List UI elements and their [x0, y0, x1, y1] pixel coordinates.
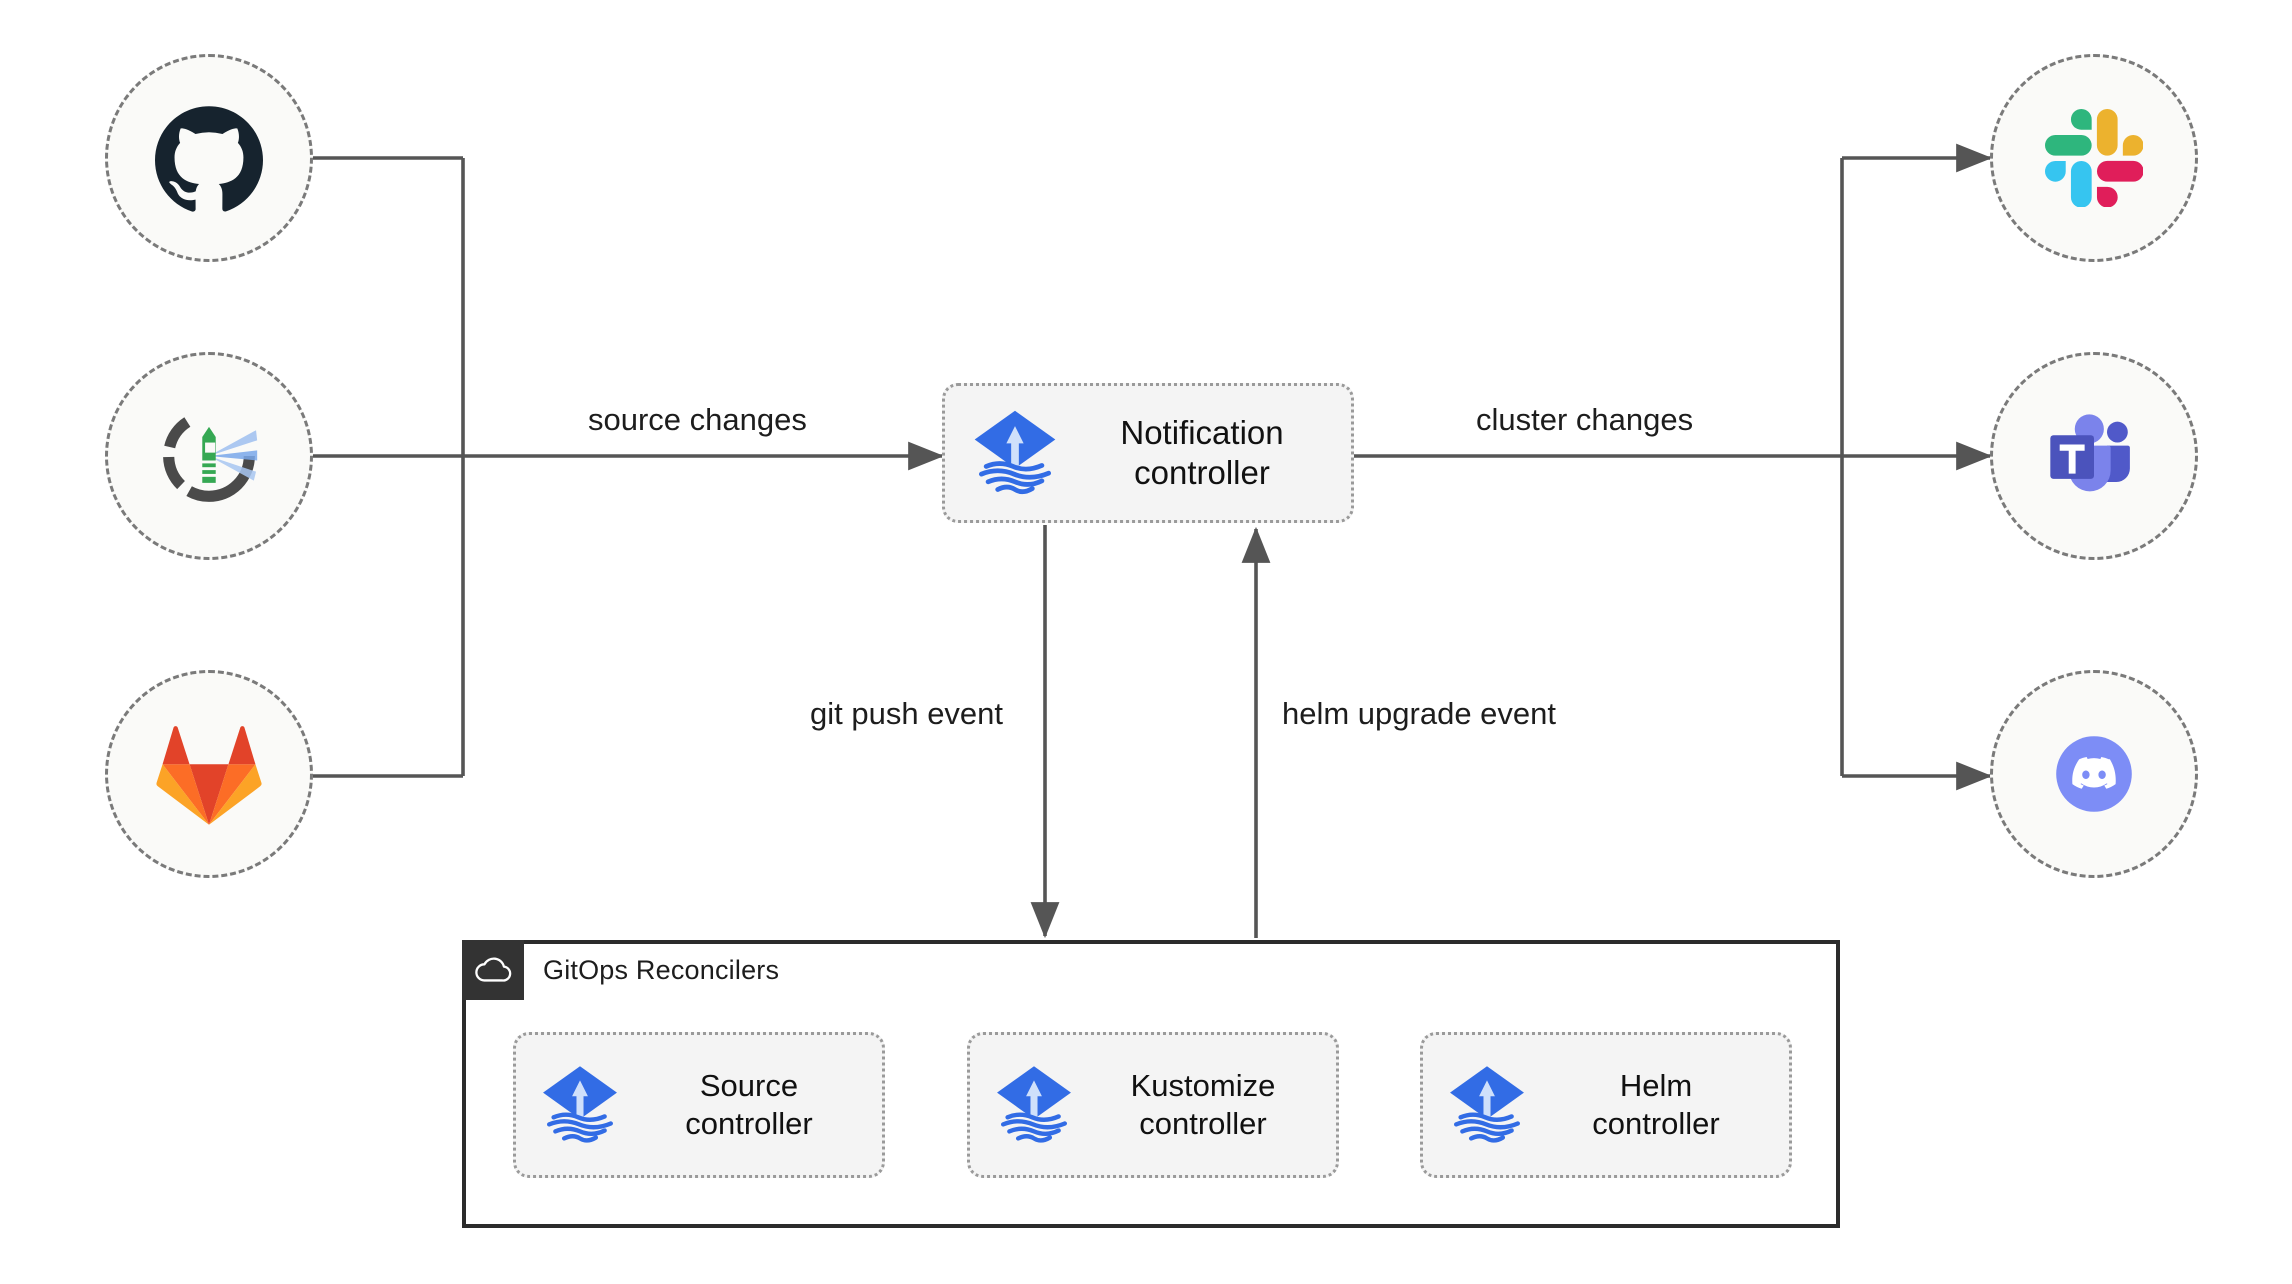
gitlab-icon: [155, 720, 263, 828]
gitops-reconcilers-header: GitOps Reconcilers: [462, 940, 779, 1000]
edge-label-helm-upgrade-event: helm upgrade event: [1272, 694, 1567, 734]
notification-controller-box[interactable]: Notification controller: [942, 383, 1354, 523]
cloud-icon: [462, 940, 524, 1000]
kustomize-controller-label: Kustomize controller: [1130, 1068, 1276, 1141]
github-icon: [155, 104, 263, 212]
kustomize-controller-box[interactable]: Kustomize controller: [967, 1032, 1339, 1178]
edge-label-git-push-event: git push event: [800, 694, 1014, 734]
flux-icon: [1443, 1061, 1531, 1149]
source-node-github[interactable]: [105, 54, 313, 262]
discord-icon: [2040, 720, 2148, 828]
teams-icon: [2042, 404, 2146, 508]
slack-icon: [2045, 109, 2143, 207]
source-node-gitea[interactable]: [105, 352, 313, 560]
edge-sources-to-notification: [313, 156, 945, 778]
source-controller-box[interactable]: Source controller: [513, 1032, 885, 1178]
lighthouse-icon: [153, 400, 265, 512]
destination-node-teams[interactable]: [1990, 352, 2198, 560]
source-controller-label: Source controller: [685, 1068, 813, 1141]
flux-icon: [536, 1061, 624, 1149]
edge-notification-to-destinations: [1354, 143, 1993, 791]
helm-controller-box[interactable]: Helm controller: [1420, 1032, 1792, 1178]
flux-icon: [990, 1061, 1078, 1149]
source-node-gitlab[interactable]: [105, 670, 313, 878]
edge-label-cluster-changes: cluster changes: [1466, 400, 1704, 440]
destination-node-discord[interactable]: [1990, 670, 2198, 878]
flux-icon: [967, 405, 1063, 501]
helm-controller-label: Helm controller: [1592, 1068, 1720, 1141]
destination-node-slack[interactable]: [1990, 54, 2198, 262]
gitops-reconcilers-title: GitOps Reconcilers: [543, 954, 780, 985]
notification-controller-label: Notification controller: [1120, 413, 1284, 491]
edge-label-source-changes: source changes: [578, 400, 817, 440]
